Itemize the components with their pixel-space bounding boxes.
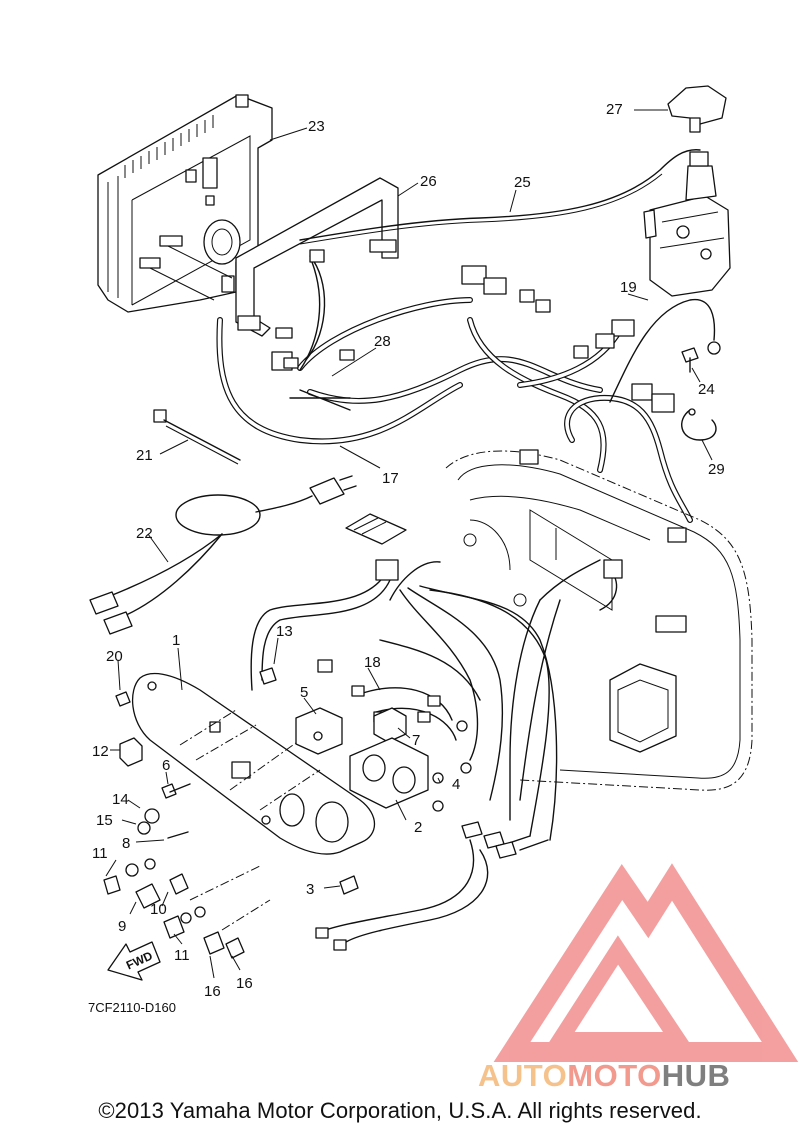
callout-numbers: 1 2 3 4 5 6 7 8 9 10 11 11 12 13 14 15 1… xyxy=(88,101,725,1015)
callout-16b: 16 xyxy=(236,975,253,992)
callout-9: 9 xyxy=(118,918,126,935)
callout-20: 20 xyxy=(106,648,123,665)
callout-22: 22 xyxy=(136,525,153,542)
callout-7: 7 xyxy=(412,732,420,749)
watermark-text: AUTOMOTOHUB xyxy=(478,1058,800,1093)
callout-11b: 11 xyxy=(174,947,190,964)
callout-18: 18 xyxy=(364,654,381,671)
watermark-triangle-inner xyxy=(545,935,693,1048)
callout-29: 29 xyxy=(708,461,725,478)
watermark-part-hub: HUB xyxy=(661,1058,731,1093)
callout-10: 10 xyxy=(150,901,167,918)
receptacle xyxy=(349,737,429,809)
leader-lines xyxy=(105,109,713,979)
callout-26: 26 xyxy=(420,173,437,190)
callout-6: 6 xyxy=(162,757,170,774)
bracket-frame xyxy=(235,177,399,337)
callout-17: 17 xyxy=(382,470,399,487)
callout-8: 8 xyxy=(122,835,130,852)
copyright-notice: ©2013 Yamaha Motor Corporation, U.S.A. A… xyxy=(98,1098,702,1123)
wire-harness xyxy=(216,149,721,523)
diagram-code: 7CF2110-D160 xyxy=(88,1000,176,1015)
callout-2: 2 xyxy=(414,819,422,836)
callout-12: 12 xyxy=(92,743,109,760)
fwd-direction-arrow: FWD xyxy=(107,941,161,981)
callout-23: 23 xyxy=(308,118,325,135)
carburetor xyxy=(643,151,731,297)
watermark-part-moto: MOTO xyxy=(567,1058,662,1093)
callout-13: 13 xyxy=(276,623,293,640)
switch-5 xyxy=(295,707,343,755)
callout-24: 24 xyxy=(698,381,715,398)
callout-21: 21 xyxy=(136,447,153,464)
watermark-logo xyxy=(493,863,799,1062)
callout-5: 5 xyxy=(300,684,308,701)
callout-1: 1 xyxy=(172,632,180,649)
panel-wires xyxy=(250,559,618,943)
callout-25: 25 xyxy=(514,174,531,191)
callout-16a: 16 xyxy=(204,983,221,1000)
callout-19: 19 xyxy=(620,279,637,296)
generator-housing xyxy=(445,449,753,791)
power-cord xyxy=(89,475,357,635)
relay-7 xyxy=(373,707,407,743)
callout-3: 3 xyxy=(306,881,314,898)
panel-connectors xyxy=(315,559,623,951)
callout-15: 15 xyxy=(96,812,113,829)
watermark-triangle-outer xyxy=(493,863,799,1062)
clip-29 xyxy=(681,408,717,441)
callout-28: 28 xyxy=(374,333,391,350)
inverter-unit xyxy=(97,94,273,313)
callout-14: 14 xyxy=(112,791,129,808)
label-plate xyxy=(345,513,407,545)
callout-11a: 11 xyxy=(92,845,108,862)
bolt-24 xyxy=(681,347,699,373)
cable-tie xyxy=(153,409,241,465)
callout-4: 4 xyxy=(452,776,460,793)
callout-27: 27 xyxy=(606,101,623,118)
panel-hardware xyxy=(103,667,359,959)
harness-connectors xyxy=(271,249,675,413)
control-panel xyxy=(131,672,376,855)
watermark-part-auto: AUTO xyxy=(478,1058,568,1093)
solenoid xyxy=(667,85,727,133)
